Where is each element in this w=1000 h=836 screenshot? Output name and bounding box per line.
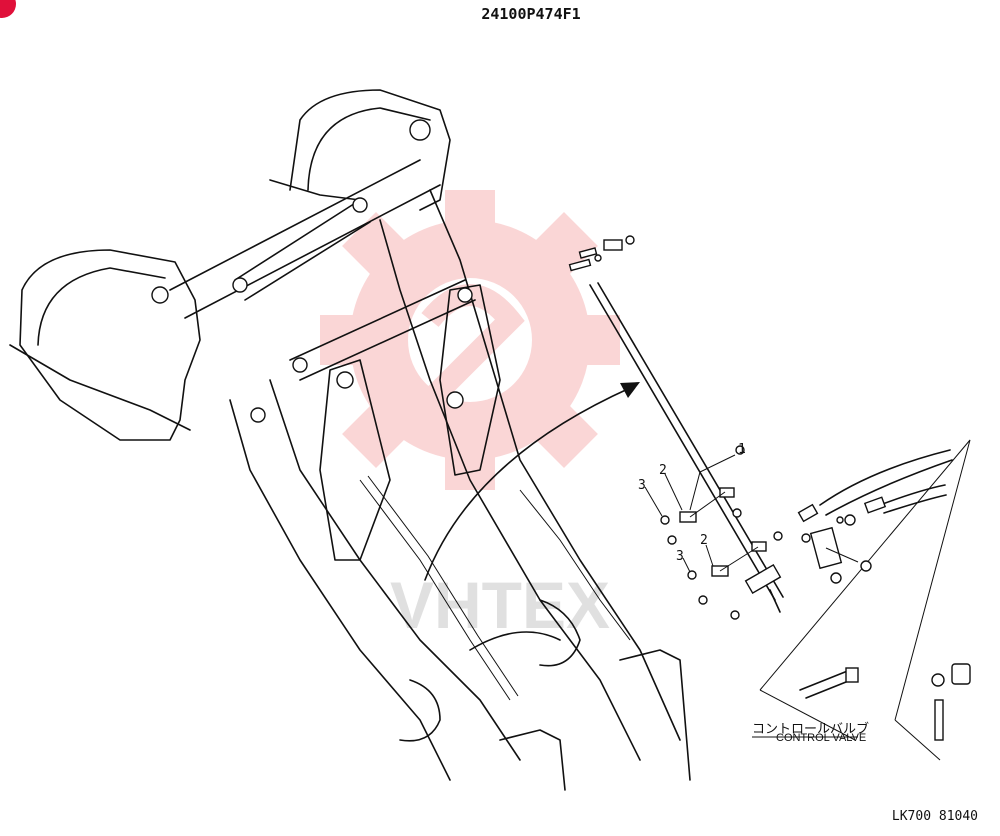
callout-3-lower: 3 [676,549,684,564]
control-valve-label-en: CONTROL VALVE [776,732,866,744]
callout-2-upper: 2 [659,463,667,478]
part-number: 24100P474F1 [481,5,580,23]
control-valve-detail [759,439,971,761]
pointer-arrow [424,387,631,581]
callout-3-upper: 3 [638,478,646,493]
control-cable-detail [568,235,784,620]
loader-frame [9,89,691,791]
callout-1: 1 [738,442,746,457]
watermark-gear-icon [320,190,620,490]
control-valve-label-jp: コントロールバルブ [752,721,869,737]
corner-mark-icon [0,0,16,18]
figure-code: LK700 81040 [892,809,978,824]
watermark-text: VHTEX [390,568,610,642]
callout-2-lower: 2 [700,533,708,548]
pointer-arrowhead-icon [620,382,640,398]
